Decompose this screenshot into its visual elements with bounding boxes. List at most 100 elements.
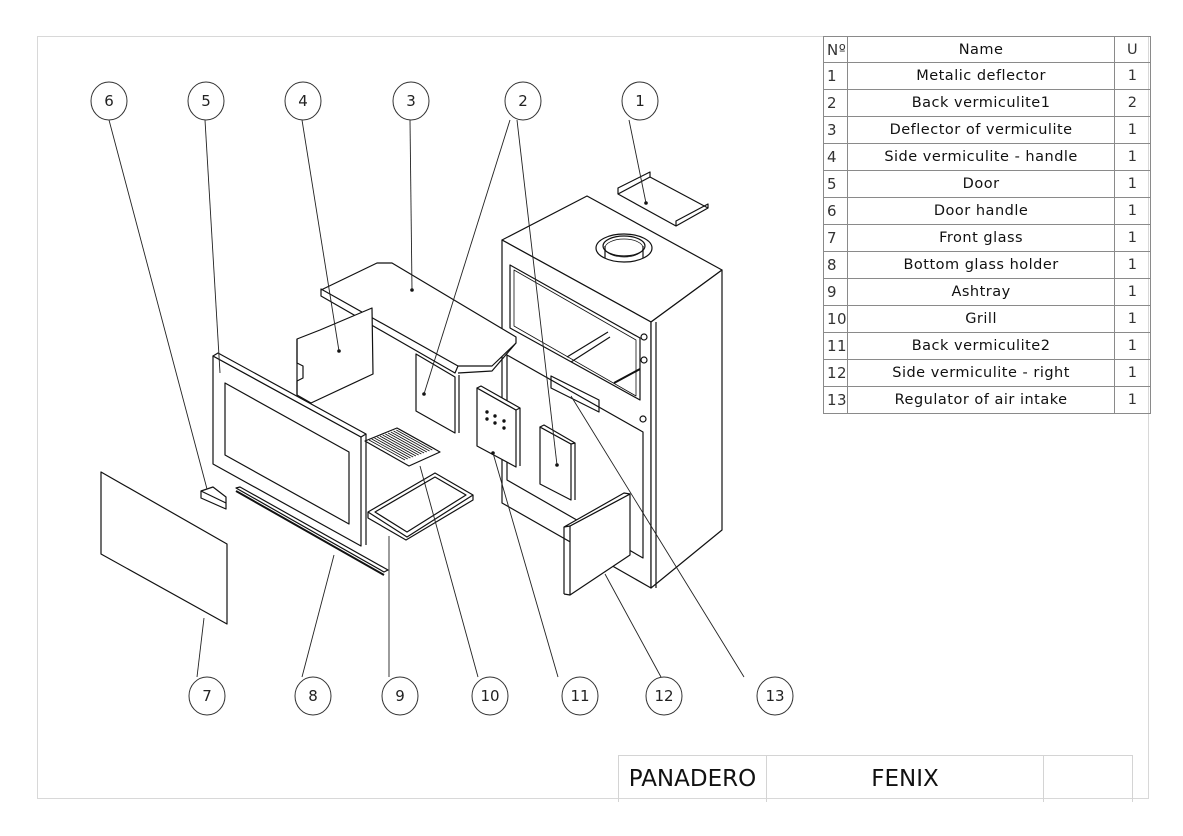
balloon-6: 6 [90, 81, 128, 121]
bom-cell-number: 9 [822, 278, 849, 306]
bom-cell-number: 13 [822, 386, 849, 414]
balloon-2: 2 [504, 81, 542, 121]
balloon-label: 11 [570, 687, 589, 705]
bom-cell-number: 5 [822, 170, 849, 198]
balloon-4: 4 [284, 81, 322, 121]
leader-1 [628, 119, 647, 204]
balloon-8: 8 [294, 676, 332, 716]
grill-bar [390, 431, 428, 453]
part-door [212, 352, 367, 547]
balloon-label: 13 [765, 687, 784, 705]
bom-cell-name: Grill [847, 305, 1116, 333]
balloon-13: 13 [756, 676, 794, 716]
bom-cell-units: 1 [1114, 359, 1152, 387]
bom-header-number: Nº [822, 36, 849, 63]
bom-cell-number: 2 [822, 89, 849, 117]
bom-cell-units: 1 [1114, 197, 1152, 225]
grill-bar [371, 438, 408, 460]
balloon-circle [621, 81, 659, 121]
balloon-label: 12 [654, 687, 673, 705]
balloon-3: 3 [392, 81, 430, 121]
balloon-circle [284, 81, 322, 121]
bom-cell-units: 2 [1114, 89, 1152, 117]
balloon-circle [471, 676, 509, 716]
balloon-5: 5 [187, 81, 225, 121]
part-grill [364, 427, 441, 467]
bom-header-row: Nº Name U [822, 36, 1152, 63]
balloon-circle [90, 81, 128, 121]
bom-cell-units: 1 [1114, 278, 1152, 306]
bom-cell-units: 1 [1114, 332, 1152, 360]
title-block-company: PANADERO [618, 756, 766, 802]
balloon-circle [187, 81, 225, 121]
title-block: PANADERO FENIX [618, 755, 1133, 802]
leader-lines [108, 119, 745, 678]
part-door-handle [200, 486, 227, 510]
balloon-label: 9 [395, 687, 405, 705]
grill-bar [385, 433, 422, 455]
part-metalic-deflector [617, 171, 709, 227]
leader-6 [108, 119, 208, 490]
grill-bar [393, 430, 430, 452]
grill-bar [379, 435, 417, 457]
bom-cell-name: Ashtray [847, 278, 1116, 306]
balloon-9: 9 [381, 676, 419, 716]
part-back-vermiculite2 [476, 385, 521, 468]
part-back-vermiculite1-right [539, 424, 576, 501]
grill-bar [387, 432, 425, 454]
balloon-label: 5 [201, 92, 211, 110]
bom-cell-number: 7 [822, 224, 849, 252]
balloon-1: 1 [621, 81, 659, 121]
leader-10 [419, 465, 479, 678]
leader-2a [423, 119, 511, 395]
bom-cell-name: Front glass [847, 224, 1116, 252]
leader-2b [516, 119, 558, 466]
leader-7 [196, 617, 205, 678]
leader-8 [301, 554, 335, 678]
bom-cell-units: 1 [1114, 143, 1152, 171]
bom-cell-name: Deflector of vermiculite [847, 116, 1116, 144]
part-front-glass [100, 471, 228, 625]
balloon-circle [381, 676, 419, 716]
bom-cell-units: 1 [1114, 386, 1152, 414]
grill-bar [396, 429, 433, 451]
balloon-label: 2 [518, 92, 528, 110]
bom-cell-units: 1 [1114, 62, 1152, 90]
bom-cell-number: 12 [822, 359, 849, 387]
bom-header-name: Name [847, 36, 1116, 63]
balloon-label: 4 [298, 92, 308, 110]
bom-cell-number: 8 [822, 251, 849, 279]
title-block-product: FENIX [766, 756, 1043, 802]
balloon-circle [294, 676, 332, 716]
balloon-label: 3 [406, 92, 416, 110]
balloon-circle [645, 676, 683, 716]
balloon-11: 11 [561, 676, 599, 716]
bom-cell-number: 3 [822, 116, 849, 144]
bom-cell-number: 11 [822, 332, 849, 360]
balloon-label: 7 [202, 687, 212, 705]
bom-cell-name: Back vermiculite2 [847, 332, 1116, 360]
bom-cell-units: 1 [1114, 170, 1152, 198]
balloon-circle [561, 676, 599, 716]
bom-cell-units: 1 [1114, 224, 1152, 252]
bom-cell-units: 1 [1114, 305, 1152, 333]
drawing-sheet-frame [37, 36, 1149, 799]
bom-cell-units: 1 [1114, 116, 1152, 144]
leader-5 [204, 119, 221, 374]
bom-cell-name: Door handle [847, 197, 1116, 225]
balloon-circle [756, 676, 794, 716]
title-block-empty-cell [1043, 756, 1133, 802]
bom-cell-name: Metalic deflector [847, 62, 1116, 90]
bom-cell-name: Side vermiculite - handle [847, 143, 1116, 171]
